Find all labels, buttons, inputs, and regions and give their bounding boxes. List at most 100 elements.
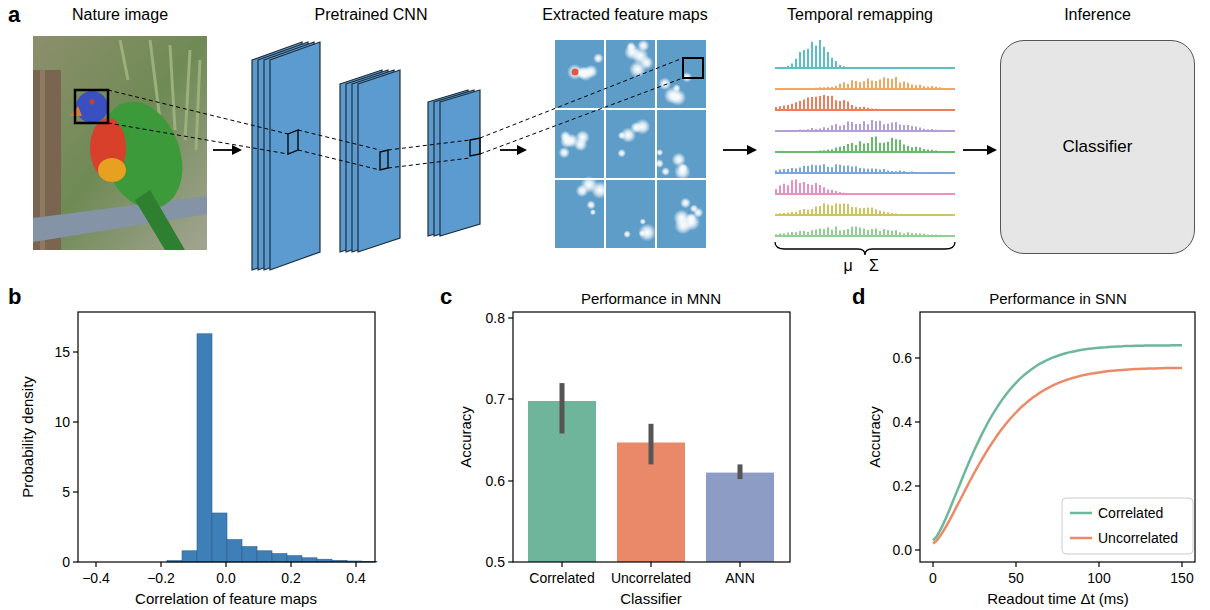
activation-blob — [590, 209, 596, 215]
spike-train — [775, 203, 955, 215]
bar — [706, 473, 774, 562]
box-label: Classifier — [1063, 137, 1133, 157]
selection-square — [683, 58, 703, 78]
tick-label: 5 — [62, 484, 70, 500]
tick — [508, 317, 513, 318]
spike-train — [775, 227, 955, 237]
spike-train — [775, 95, 955, 110]
accuracy-curve — [933, 368, 1182, 544]
tick-label: 0.2 — [893, 478, 912, 494]
tick — [1098, 562, 1099, 567]
feature-map — [657, 110, 706, 178]
axis-title: Accuracy — [866, 406, 883, 468]
activation-blob — [587, 200, 596, 209]
tick-label: 10 — [54, 414, 70, 430]
activation-blob — [672, 153, 686, 167]
cnn-layer — [270, 42, 320, 270]
arrow-head — [232, 145, 242, 155]
histogram-bar — [257, 551, 272, 562]
tick — [73, 491, 78, 492]
stage-heading: Extracted feature maps — [542, 6, 707, 24]
tick-label: 15 — [54, 344, 70, 360]
tick — [225, 562, 226, 567]
activation-blob — [664, 87, 681, 104]
panel-letter: a — [8, 2, 20, 27]
panel-letter: b — [8, 284, 21, 309]
receptive-field-lines — [108, 58, 683, 170]
tick-label: 0 — [929, 570, 937, 586]
error-bar — [649, 424, 654, 465]
tick — [915, 357, 920, 358]
activation-blob — [584, 65, 598, 79]
spike-train — [775, 137, 955, 153]
cnn-layer — [358, 70, 400, 252]
feature-map — [555, 110, 604, 178]
symbol: μ — [843, 257, 852, 275]
tick — [73, 421, 78, 422]
tick — [95, 562, 96, 567]
histogram-bar — [212, 513, 227, 562]
spike-train — [775, 180, 955, 194]
tick-label: 0.2 — [281, 570, 300, 586]
cnn-stage: Pretrained CNN — [245, 4, 497, 272]
tick-label: 0.7 — [486, 391, 505, 407]
spike-train — [775, 77, 955, 89]
activation-blob — [683, 214, 700, 231]
histogram-bar — [272, 554, 287, 562]
activation-blob — [680, 198, 691, 209]
brace — [775, 242, 955, 255]
activation-blob — [591, 181, 609, 199]
axis-title: Classifier — [620, 590, 682, 607]
activation-blob — [655, 159, 664, 168]
activation-blob — [593, 53, 603, 63]
spike-train — [775, 164, 955, 173]
cnn-layer — [440, 90, 480, 236]
charts — [73, 312, 1195, 567]
tick-label: Correlated — [529, 570, 594, 586]
axis-title: Correlation of feature maps — [135, 590, 317, 607]
histogram-bar — [242, 547, 257, 562]
tick — [355, 562, 356, 567]
axis-title: Performance in SNN — [989, 290, 1127, 307]
activation-blob — [690, 204, 698, 212]
activation-blob — [618, 132, 626, 140]
legend-frame — [1062, 498, 1193, 554]
axis-title: Probability density — [19, 376, 36, 498]
remapping-stage: Temporal remapping — [760, 4, 960, 248]
tick-label: 150 — [1170, 570, 1193, 586]
tick-label: 0 — [62, 554, 70, 570]
tick-label: 0.4 — [346, 570, 365, 586]
classifier-box: Classifier — [1000, 40, 1195, 254]
axis-title: Performance in MNN — [581, 290, 721, 307]
classifier-stage: InferenceClassifier — [1000, 4, 1195, 254]
tick — [508, 398, 513, 399]
tick-label: 0.6 — [486, 473, 505, 489]
activation-blob — [575, 130, 589, 144]
flow-arrow — [500, 145, 527, 155]
flow-arrow — [963, 145, 997, 155]
feature-map — [555, 40, 604, 108]
histogram-bar — [302, 558, 317, 562]
tick-label: 0.8 — [486, 310, 505, 326]
tick-label: 0.6 — [893, 350, 912, 366]
feature-map-stage: Extracted feature maps — [530, 4, 720, 254]
flow-arrow — [723, 145, 757, 155]
activation-blob — [567, 64, 583, 80]
tick-label: 100 — [1087, 570, 1110, 586]
tick — [932, 562, 933, 567]
arrow-head — [987, 145, 997, 155]
legend-entry: Uncorrelated — [1098, 530, 1178, 546]
activation-blob — [623, 230, 631, 238]
histogram-bar — [182, 551, 197, 562]
feature-map — [657, 40, 706, 108]
stage-heading: Inference — [1064, 6, 1131, 24]
arrow-shaft — [963, 149, 989, 151]
activation-blob — [638, 224, 656, 242]
cnn-blocks — [252, 42, 480, 270]
histogram-bar — [197, 334, 212, 562]
tick — [508, 480, 513, 481]
arrow-head — [517, 145, 527, 155]
activation-blob — [559, 147, 570, 158]
tick-label: ANN — [725, 570, 755, 586]
feature-maps — [555, 40, 706, 248]
